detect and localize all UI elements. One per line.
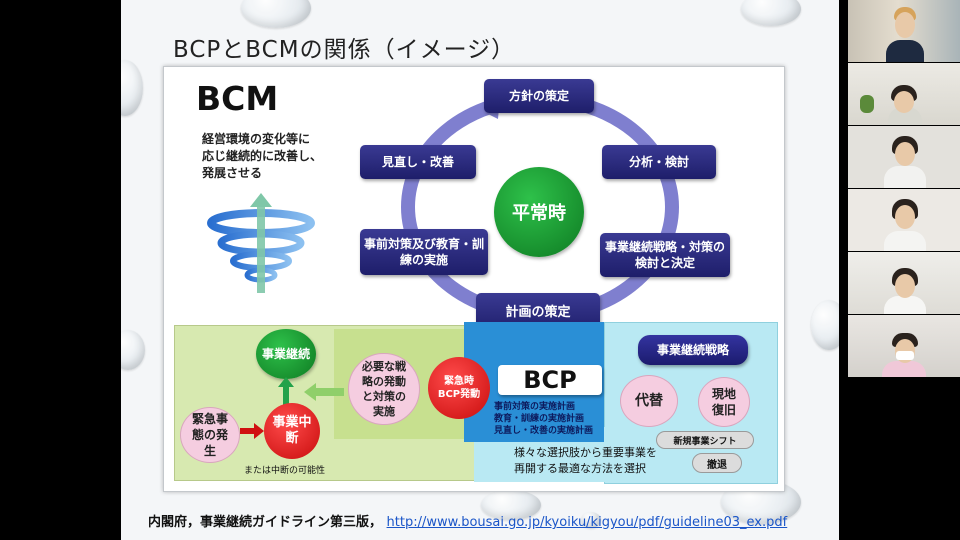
slide-title: BCPとBCMの関係（イメージ） — [173, 37, 516, 63]
water-drop — [481, 490, 541, 520]
new-business-shift-pill: 新規事業シフト — [656, 431, 754, 449]
bcp-item: 見直し・改善の実施計画 — [494, 426, 594, 436]
business-continuation-label: 事業継続 — [262, 346, 311, 361]
withdrawal-label: 撤退 — [707, 459, 727, 471]
right-arrow-icon — [240, 423, 264, 439]
bcp-bcm-diagram: BCM 経営環境の変化等に 応じ継続的に改善し、 発展させる 平常時 方針の策定… — [163, 66, 785, 492]
cycle-step-label: 方針の策定 — [508, 89, 569, 103]
strategy-activation-label: 必要な戦略の発動と対策の実施 — [362, 360, 406, 418]
cycle-step-policy: 方針の策定 — [484, 79, 594, 113]
strategy-activation-circle: 必要な戦略の発動と対策の実施 — [348, 353, 420, 425]
business-continuity-strategy-title: 事業継続戦略 — [638, 335, 748, 365]
participant-video-tile[interactable] — [848, 126, 960, 188]
cycle-step-label: 事前対策及び教育・訓練の実施 — [364, 237, 485, 267]
participant-video-tile[interactable] — [848, 0, 960, 62]
selection-text-line: 再開する最適な方法を選択 — [514, 462, 646, 475]
bcm-label: BCM — [196, 79, 279, 118]
water-drop — [741, 0, 801, 26]
bcm-description: 経営環境の変化等に 応じ継続的に改善し、 発展させる — [202, 131, 322, 182]
bcm-description-line: 経営環境の変化等に — [202, 132, 311, 146]
bcp-activation-label: 緊急時BCP発動 — [437, 376, 481, 400]
water-drop — [121, 330, 145, 370]
bcp-items: 事前対策の実施計画 教育・訓練の実施計画 見直し・改善の実施計画 — [494, 401, 593, 437]
onsite-recovery-circle: 現地復旧 — [698, 377, 750, 427]
participant-video-tile[interactable] — [848, 252, 960, 314]
spiral-growth-icon — [207, 193, 315, 293]
emergency-occurrence-label: 緊急事態の発生 — [191, 412, 228, 458]
bcp-activation-circle: 緊急時BCP発動 — [428, 357, 490, 419]
participant-video-strip — [848, 0, 960, 380]
business-continuation-circle: 事業継続 — [256, 329, 316, 379]
cycle-step-strategy: 事業継続戦略・対策の検討と決定 — [600, 233, 730, 277]
presentation-slide: BCPとBCMの関係（イメージ） BCM 経営環境の変化等に 応じ継続的に改善し… — [121, 0, 839, 540]
bcm-description-line: 発展させる — [202, 166, 263, 180]
water-drop — [241, 0, 311, 28]
citation-source: 内閣府，事業継続ガイドライン第三版， — [148, 515, 383, 530]
business-interruption-circle: 事業中断 — [264, 403, 320, 459]
water-drop — [121, 60, 143, 116]
cycle-step-analysis: 分析・検討 — [602, 145, 716, 179]
selection-text: 様々な選択肢から重要事業を 再開する最適な方法を選択 — [514, 445, 657, 477]
citation: 内閣府，事業継続ガイドライン第三版， http://www.bousai.go.… — [148, 511, 787, 530]
strategy-title-label: 事業継続戦略 — [656, 343, 729, 357]
bcp-item: 事前対策の実施計画 — [494, 402, 576, 412]
substitute-circle: 代替 — [620, 375, 678, 427]
up-arrow-icon — [278, 377, 294, 405]
cycle-step-label: 事業継続戦略・対策の検討と決定 — [604, 240, 725, 270]
normal-time-label: 平常時 — [512, 203, 566, 224]
cycle-step-label: 分析・検討 — [628, 155, 689, 169]
substitute-label: 代替 — [635, 393, 663, 409]
withdrawal-pill: 撤退 — [692, 453, 742, 473]
new-business-shift-label: 新規事業シフト — [673, 436, 737, 447]
cycle-step-label: 見直し・改善 — [381, 155, 454, 169]
interruption-possibility-note: または中断の可能性 — [244, 466, 326, 476]
water-drop — [581, 512, 601, 528]
participant-video-tile[interactable] — [848, 63, 960, 125]
business-interruption-label: 事業中断 — [272, 415, 312, 446]
emergency-occurrence-circle: 緊急事態の発生 — [180, 407, 240, 463]
onsite-recovery-label: 現地復旧 — [711, 387, 736, 417]
bcp-label: BCP — [498, 365, 602, 395]
cycle-step-training: 事前対策及び教育・訓練の実施 — [360, 229, 488, 275]
bcm-description-line: 応じ継続的に改善し、 — [202, 149, 323, 163]
left-arrow-icon — [304, 383, 344, 401]
participant-video-tile[interactable] — [848, 315, 960, 377]
cycle-step-label: 計画の策定 — [505, 305, 571, 320]
citation-link[interactable]: http://www.bousai.go.jp/kyoiku/kigyou/pd… — [386, 515, 788, 530]
selection-text-line: 様々な選択肢から重要事業を — [514, 446, 657, 459]
participant-video-tile[interactable] — [848, 189, 960, 251]
water-drop — [811, 300, 839, 350]
bcp-item: 教育・訓練の実施計画 — [494, 414, 585, 424]
cycle-step-review: 見直し・改善 — [360, 145, 476, 179]
normal-time-center: 平常時 — [494, 167, 584, 257]
